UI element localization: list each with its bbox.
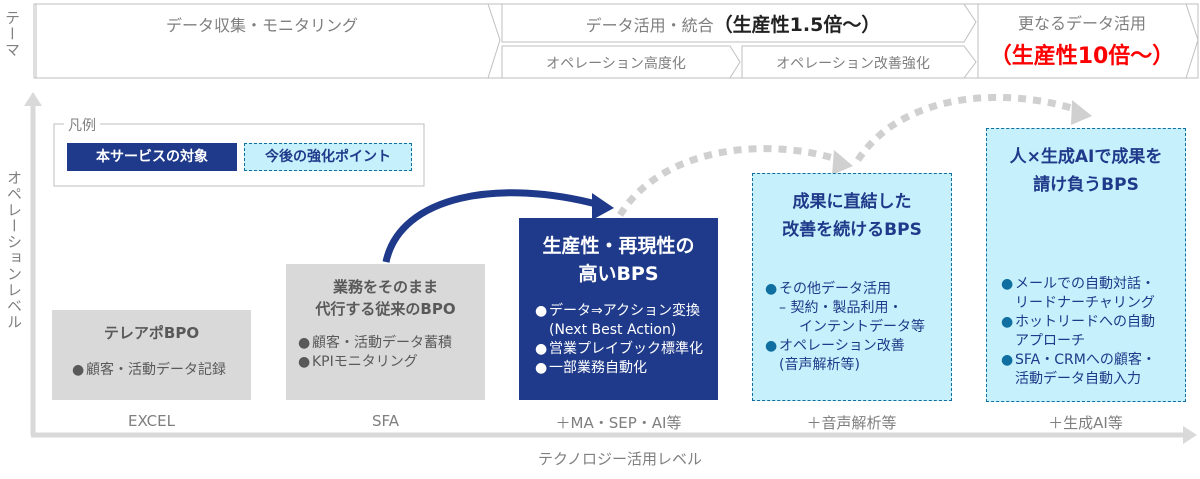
stage-3-bullet: ●一部業務自動化 bbox=[535, 360, 647, 376]
stage-4-title: 成果に直結した 改善を続けるBPS bbox=[753, 188, 951, 244]
stage-2-bullet: ●顧客・活動データ蓄積 bbox=[298, 335, 452, 351]
legend-title: 凡例 bbox=[64, 115, 100, 135]
header-chevron-3 bbox=[977, 3, 1199, 79]
stage-1-bullet-text: 顧客・活動データ記録 bbox=[86, 362, 226, 378]
progress-arrow-solid bbox=[382, 189, 601, 263]
stage-4-box: 成果に直結した 改善を続けるBPS ●その他データ活用 – 契約・製品利用・ イ… bbox=[752, 173, 952, 401]
bullet-icon: ● bbox=[535, 341, 548, 357]
bullet-icon: ● bbox=[535, 360, 548, 376]
bullet-icon: ● bbox=[298, 335, 311, 351]
stage-1-title: テレアポBPO bbox=[103, 324, 200, 342]
bullet-icon: ● bbox=[1001, 314, 1014, 330]
stage-2-bullets: ●顧客・活動データ蓄積 ●KPIモニタリング bbox=[298, 334, 485, 372]
stage-2-title-line2: 代行する従来のBPO bbox=[315, 300, 456, 318]
stage-1-box: テレアポBPO ●顧客・活動データ記録 bbox=[52, 310, 251, 400]
x-axis-arrow-icon bbox=[1183, 426, 1197, 444]
stage-3-title: 生産性・再現性の 高いBPS bbox=[519, 232, 718, 288]
header-chevron-2-sub2 bbox=[741, 45, 977, 79]
stage-5-bullet-cont: 活動データ自動入力 bbox=[1015, 371, 1141, 387]
stage-4-bullet: ●その他データ活用 bbox=[765, 281, 891, 297]
header-col2-sub2: オペレーション改善強化 bbox=[776, 56, 930, 72]
tech-label-1: EXCEL bbox=[128, 412, 175, 430]
header-col2-main: データ活用・統合 bbox=[585, 16, 714, 35]
stage-5-title-line1: 人×生成AIで成果を bbox=[1009, 147, 1163, 167]
stage-3-bullet-cont: (Next Best Action) bbox=[549, 322, 677, 338]
stage-5-title-line2: 請け負うBPS bbox=[1033, 175, 1139, 195]
stage-5-box: 人×生成AIで成果を 請け負うBPS ●メールでの自動対話・ リードナーチャリン… bbox=[986, 128, 1186, 402]
tech-label-2: SFA bbox=[371, 412, 400, 430]
stage-4-sub-bullet: – 契約・製品利用・ bbox=[779, 300, 903, 316]
stage-2-title-line1: 業務をそのまま bbox=[332, 278, 438, 296]
header-chevron-2-sub1 bbox=[501, 45, 741, 79]
bullet-icon: ● bbox=[298, 354, 311, 370]
theme-label: テーマ bbox=[3, 10, 21, 58]
stage-5-bullet: ●ホットリードへの自動 bbox=[1001, 314, 1155, 330]
bullet-icon: ● bbox=[765, 338, 778, 354]
stage-4-sub-bullet-cont: インテントデータ等 bbox=[799, 319, 925, 335]
tech-label-5: ＋生成AI等 bbox=[1048, 414, 1123, 432]
header-col3-main: 更なるデータ活用 bbox=[1017, 14, 1146, 33]
legend-frame bbox=[53, 123, 425, 187]
legend-future: 今後の強化ポイント bbox=[244, 143, 412, 171]
stage-5-bullet: ●メールでの自動対話・ bbox=[1001, 276, 1155, 292]
stage-3-bullet: ●営業プレイブック標準化 bbox=[535, 341, 703, 357]
y-axis-label: オペレーションレベル bbox=[5, 170, 23, 330]
tech-label-3: ＋MA・SEP・AI等 bbox=[555, 414, 682, 432]
bullet-icon: ● bbox=[535, 303, 548, 319]
bullet-icon: ● bbox=[72, 362, 85, 378]
stage-5-title: 人×生成AIで成果を 請け負うBPS bbox=[987, 143, 1185, 199]
header-chevron-1 bbox=[35, 3, 501, 79]
bullet-icon: ● bbox=[765, 281, 778, 297]
stage-3-title-line1: 生産性・再現性の bbox=[542, 235, 695, 257]
y-axis-arrow-icon bbox=[24, 92, 42, 106]
stage-3-bullets: ●データ⇒アクション変換 (Next Best Action) ●営業プレイブッ… bbox=[535, 302, 718, 378]
stage-2-bullet: ●KPIモニタリング bbox=[298, 354, 418, 370]
x-axis-label: テクノロジー活用レベル bbox=[537, 450, 703, 468]
header-col2-sub1: オペレーション高度化 bbox=[546, 56, 686, 72]
progress-arrow-dotted-1-head-icon bbox=[832, 150, 853, 175]
stage-3-title-line2: 高いBPS bbox=[578, 263, 659, 285]
stage-2-box: 業務をそのまま 代行する従来のBPO ●顧客・活動データ蓄積 ●KPIモニタリン… bbox=[286, 264, 485, 400]
stage-4-title-line2: 改善を続けるBPS bbox=[782, 220, 922, 240]
stage-4-bullets: ●その他データ活用 – 契約・製品利用・ インテントデータ等 ●オペレーション改… bbox=[765, 280, 951, 375]
progress-arrow-dotted-2-head-icon bbox=[1071, 100, 1092, 125]
stage-4-bullet-cont: (音声解析等) bbox=[779, 357, 860, 373]
stage-5-bullet: ●SFA・CRMへの顧客・ bbox=[1001, 352, 1156, 368]
header-col2-emph: （生産性1.5倍～） bbox=[713, 14, 881, 36]
legend-target: 本サービスの対象 bbox=[67, 143, 237, 171]
header-col2: データ活用・統合（生産性1.5倍～） bbox=[502, 10, 964, 37]
stage-5-bullet-cont: アプローチ bbox=[1015, 333, 1085, 349]
bullet-icon: ● bbox=[1001, 352, 1014, 368]
tech-label-4: ＋音声解析等 bbox=[806, 414, 897, 432]
stage-2-title: 業務をそのまま 代行する従来のBPO bbox=[286, 276, 485, 320]
stage-5-bullet-cont: リードナーチャリング bbox=[1015, 295, 1155, 311]
header-col3-emph: （生産性10倍～） bbox=[989, 44, 1175, 69]
stage-5-bullets: ●メールでの自動対話・ リードナーチャリング ●ホットリードへの自動 アプローチ… bbox=[1001, 275, 1185, 389]
stage-4-bullet: ●オペレーション改善 bbox=[765, 338, 905, 354]
progress-arrow-solid-head-icon bbox=[592, 193, 614, 220]
stage-4-title-line1: 成果に直結した bbox=[792, 192, 912, 212]
header-chevron-2-top bbox=[501, 3, 977, 43]
bullet-icon: ● bbox=[1001, 276, 1014, 292]
stage-3-box: 生産性・再現性の 高いBPS ●データ⇒アクション変換 (Next Best A… bbox=[519, 218, 718, 400]
stage-3-bullet: ●データ⇒アクション変換 bbox=[535, 303, 701, 319]
progress-arrow-dotted-1 bbox=[617, 145, 842, 217]
header-col1: データ収集・モニタリング bbox=[165, 16, 358, 35]
stage-1-bullet: ●顧客・活動データ記録 bbox=[72, 361, 251, 380]
